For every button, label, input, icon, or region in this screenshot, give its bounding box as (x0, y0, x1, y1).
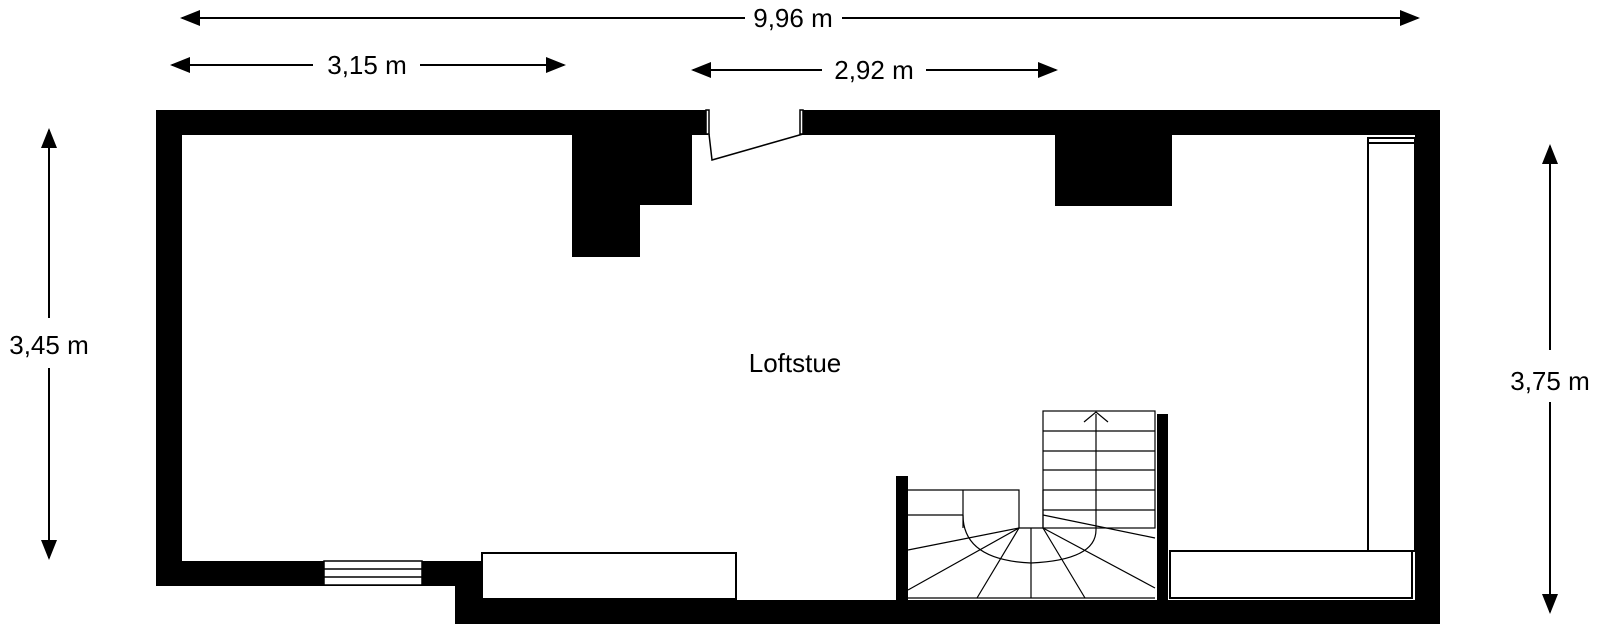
walls (156, 110, 1440, 624)
door (705, 109, 804, 161)
stair-wall-left (896, 476, 908, 602)
stair-winder (907, 527, 1020, 591)
door-leaf (708, 133, 804, 161)
dimension-label: 3,45 m (9, 330, 89, 360)
door-jamb-right (799, 109, 804, 135)
chimney-right (1055, 133, 1172, 206)
dimension-left-height: 3,45 m (9, 128, 89, 560)
wall-bottom-right (455, 600, 1440, 624)
dimension-label: 9,96 m (753, 3, 833, 33)
dimension-label: 3,15 m (327, 50, 407, 80)
dimension-total-width: 9,96 m (180, 3, 1420, 33)
bench-bottom-left (481, 552, 737, 600)
stair-winder (1042, 527, 1156, 589)
wall-top-right (802, 110, 1440, 135)
stair-outline (908, 489, 1044, 529)
wall-top-left (156, 110, 708, 135)
staircase (907, 410, 1156, 599)
window-frame (323, 560, 423, 586)
door-jamb-left (705, 109, 710, 135)
dimension-right-height: 3,75 m (1510, 144, 1590, 614)
dimension-middle-width: 2,92 m (691, 55, 1058, 85)
stair-winder (976, 527, 1020, 599)
room-label: Loftstue (749, 348, 842, 378)
fixtures (481, 137, 1416, 600)
chimney-left-lower (572, 133, 640, 257)
cabinet-right (1367, 137, 1416, 552)
dimension-label: 3,75 m (1510, 366, 1590, 396)
wall-right (1415, 110, 1440, 624)
stair-direction-arrow (1083, 411, 1109, 423)
window (323, 560, 423, 586)
stair-winder (1042, 527, 1086, 599)
wall-bottom-left (156, 561, 480, 586)
stair-winder (907, 527, 1020, 551)
wall-left (156, 110, 182, 586)
dimension-label: 2,92 m (834, 55, 914, 85)
stair-wall-right (1157, 414, 1168, 602)
dimension-left-width: 3,15 m (170, 50, 566, 80)
stair-winder (1042, 514, 1156, 539)
bench-bottom-right (1169, 550, 1413, 599)
